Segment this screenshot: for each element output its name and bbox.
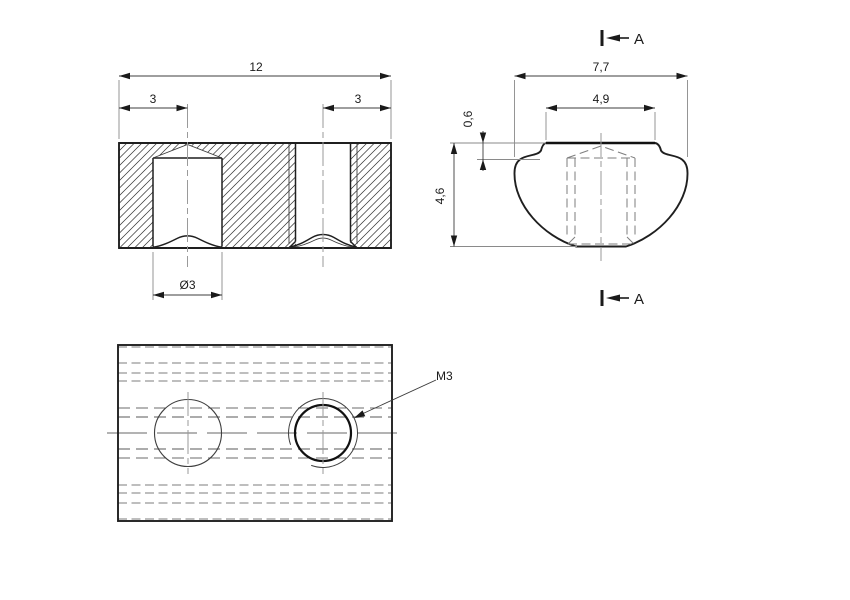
dimension-profile-width: 7,7 xyxy=(514,60,688,157)
dim-arrow-icon xyxy=(119,72,130,80)
section-arrow-icon xyxy=(606,34,620,42)
hidden-chamfer xyxy=(567,236,576,245)
dim-arrow-icon xyxy=(380,72,391,80)
section-arrow-icon xyxy=(606,294,620,302)
dim-value-step-height: 0,6 xyxy=(461,110,475,127)
dim-arrow-icon xyxy=(479,132,487,143)
dimension-profile-height: 4,6 xyxy=(433,143,577,247)
dim-arrow-icon xyxy=(119,104,130,112)
dim-value-total-width: 12 xyxy=(249,60,263,74)
section-label-bottom: A xyxy=(634,291,644,308)
dim-arrow-icon xyxy=(450,143,458,154)
section-marker-bottom: A xyxy=(600,290,644,308)
dimension-total-width: 12 xyxy=(118,60,392,139)
dim-arrow-icon xyxy=(644,104,655,112)
body-outline xyxy=(117,344,393,522)
hidden-thread-hole xyxy=(566,145,636,245)
section-plane-bar xyxy=(600,290,604,306)
leader-arrow-icon xyxy=(354,410,366,418)
dim-arrow-icon xyxy=(380,104,391,112)
dim-value-right-offset: 3 xyxy=(355,92,362,106)
thread-callout: M3 xyxy=(354,369,453,418)
thread-size-label: M3 xyxy=(436,369,453,383)
dim-arrow-icon xyxy=(450,235,458,247)
dimension-boss-width: 4,9 xyxy=(545,92,656,140)
section-plane-bar xyxy=(600,30,604,46)
dim-arrow-icon xyxy=(323,104,334,112)
dimension-right-hole-offset: 3 xyxy=(323,92,391,112)
dim-value-hole-diameter: Ø3 xyxy=(179,278,195,292)
dim-value-profile-width: 7,7 xyxy=(593,60,610,74)
dim-arrow-icon xyxy=(176,104,188,112)
dim-arrow-icon xyxy=(546,104,557,112)
dimension-step-height: 0,6 xyxy=(450,110,546,171)
dim-arrow-icon xyxy=(514,72,526,80)
bottom-view: M3 xyxy=(107,344,453,522)
thread-major-arc xyxy=(288,397,359,468)
dimension-left-hole-offset: 3 xyxy=(119,92,188,112)
dim-value-profile-height: 4,6 xyxy=(433,187,447,204)
hidden-chamfer xyxy=(626,236,635,245)
dimension-hole-diameter: Ø3 xyxy=(152,252,223,300)
dim-arrow-icon xyxy=(676,72,688,80)
hidden-drill-point xyxy=(566,145,636,159)
dim-arrow-icon xyxy=(153,291,164,299)
dim-arrow-icon xyxy=(479,159,487,170)
profile-section-view: 7,7 4,9 0,6 4,6 xyxy=(433,60,689,261)
dim-value-boss-width: 4,9 xyxy=(593,92,610,106)
profile-outline xyxy=(513,142,689,248)
dim-value-left-offset: 3 xyxy=(150,92,157,106)
front-section-view: 12 3 3 Ø3 xyxy=(118,60,392,300)
dim-arrow-icon xyxy=(211,291,222,299)
section-marker-top: A xyxy=(600,30,644,48)
section-label-top: A xyxy=(634,31,644,48)
